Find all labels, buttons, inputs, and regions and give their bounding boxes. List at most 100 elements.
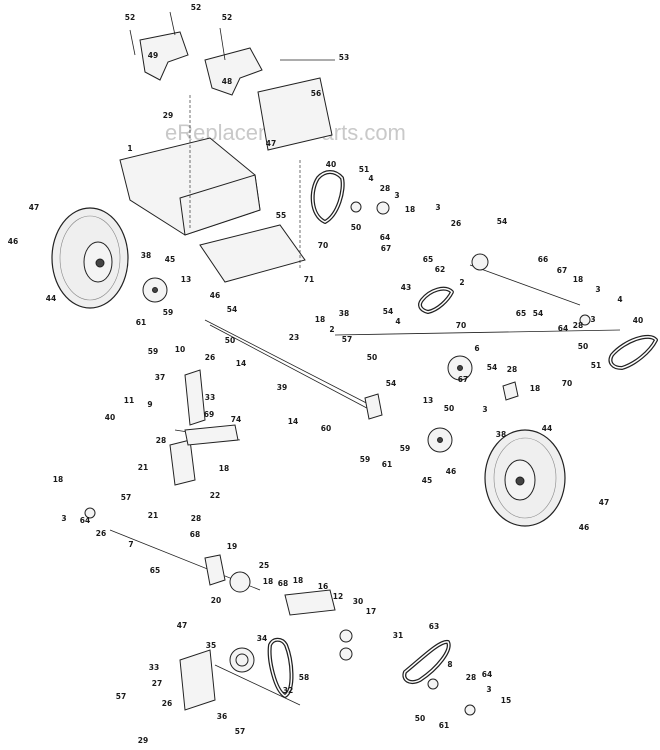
callout-label: 39: [277, 383, 287, 392]
callout-label: 33: [205, 393, 215, 402]
callout-label: 47: [599, 498, 609, 507]
callout-label: 13: [423, 396, 433, 405]
callout-label: 22: [210, 491, 220, 500]
callout-label: 55: [276, 211, 286, 220]
callout-label: 57: [116, 692, 126, 701]
callout-label: 13: [181, 275, 191, 284]
callout-label: 47: [29, 203, 39, 212]
callout-label: 21: [138, 463, 148, 472]
callout-label: 16: [318, 582, 328, 591]
callout-label: 65: [516, 309, 526, 318]
callout-label: 34: [257, 634, 267, 643]
callout-label: 3: [61, 514, 66, 523]
callout-label: 47: [266, 139, 276, 148]
wheel-left: [51, 207, 129, 309]
callout-label: 25: [259, 561, 269, 570]
callout-label: 7: [128, 540, 133, 549]
callout-label: 63: [429, 622, 439, 631]
callout-label: 54: [533, 309, 543, 318]
callout-label: 59: [163, 308, 173, 317]
callout-label: 65: [423, 255, 433, 264]
callout-label: 59: [148, 347, 158, 356]
callout-label: 56: [311, 89, 321, 98]
callout-label: 57: [342, 335, 352, 344]
callout-label: 67: [381, 244, 391, 253]
callout-label: 70: [456, 321, 466, 330]
callout-label: 68: [278, 579, 288, 588]
callout-label: 61: [382, 460, 392, 469]
callout-label: 37: [155, 373, 165, 382]
callout-label: 57: [121, 493, 131, 502]
callout-label: 27: [152, 679, 162, 688]
callout-label: 71: [304, 275, 314, 284]
callout-label: 36: [217, 712, 227, 721]
callout-label: 70: [318, 241, 328, 250]
callout-label: 9: [147, 400, 152, 409]
callout-label: 10: [175, 345, 185, 354]
callout-label: 29: [163, 111, 173, 120]
callout-label: 52: [222, 13, 232, 22]
callout-label: 51: [591, 361, 601, 370]
callout-label: 46: [8, 237, 18, 246]
callout-label: 52: [191, 3, 201, 12]
callout-label: 18: [53, 475, 63, 484]
callout-label: 1: [127, 144, 132, 153]
callout-label: 28: [156, 436, 166, 445]
callout-label: 52: [125, 13, 135, 22]
callout-label: 50: [415, 714, 425, 723]
callout-label: 11: [124, 396, 134, 405]
callout-label: 54: [383, 307, 393, 316]
callout-label: 28: [380, 184, 390, 193]
callout-label: 54: [487, 363, 497, 372]
callout-label: 3: [435, 203, 440, 212]
callout-label: 53: [339, 53, 349, 62]
callout-label: 3: [394, 191, 399, 200]
callout-label: 46: [579, 523, 589, 532]
callout-label: 35: [206, 641, 216, 650]
callout-label: 4: [368, 174, 373, 183]
callout-label: 74: [231, 415, 241, 424]
callout-label: 40: [105, 413, 115, 422]
callout-label: 3: [482, 405, 487, 414]
callout-label: 17: [366, 607, 376, 616]
callout-label: 54: [386, 379, 396, 388]
callout-label: 12: [333, 592, 343, 601]
callout-label: 57: [235, 727, 245, 736]
callout-label: 40: [633, 316, 643, 325]
callout-label: 18: [293, 576, 303, 585]
callout-label: 46: [210, 291, 220, 300]
callout-label: 28: [507, 365, 517, 374]
callout-label: 8: [447, 660, 452, 669]
callout-label: 66: [538, 255, 548, 264]
callout-label: 60: [321, 424, 331, 433]
callout-label: 4: [617, 295, 622, 304]
wheel-right: [484, 429, 566, 527]
callout-label: 44: [542, 424, 552, 433]
callout-label: 68: [190, 530, 200, 539]
callout-label: 40: [326, 160, 336, 169]
brackets-top: [129, 11, 335, 151]
callout-label: 3: [590, 315, 595, 324]
callout-label: 62: [435, 265, 445, 274]
callout-label: 59: [400, 444, 410, 453]
callout-label: 50: [351, 223, 361, 232]
frame: [119, 95, 306, 283]
callout-label: 26: [205, 353, 215, 362]
callout-label: 6: [474, 344, 479, 353]
callout-label: 50: [444, 404, 454, 413]
callout-label: 18: [315, 315, 325, 324]
belts: [267, 170, 658, 698]
axle-rear: [204, 319, 381, 411]
callout-label: 67: [458, 375, 468, 384]
callout-label: 14: [288, 417, 298, 426]
callout-label: 28: [466, 673, 476, 682]
callout-label: 49: [148, 51, 158, 60]
callout-label: 18: [530, 384, 540, 393]
callout-label: 70: [562, 379, 572, 388]
callout-label: 18: [573, 275, 583, 284]
callout-label: 45: [422, 476, 432, 485]
callout-label: 33: [149, 663, 159, 672]
callout-label: 47: [177, 621, 187, 630]
callout-label: 18: [263, 577, 273, 586]
